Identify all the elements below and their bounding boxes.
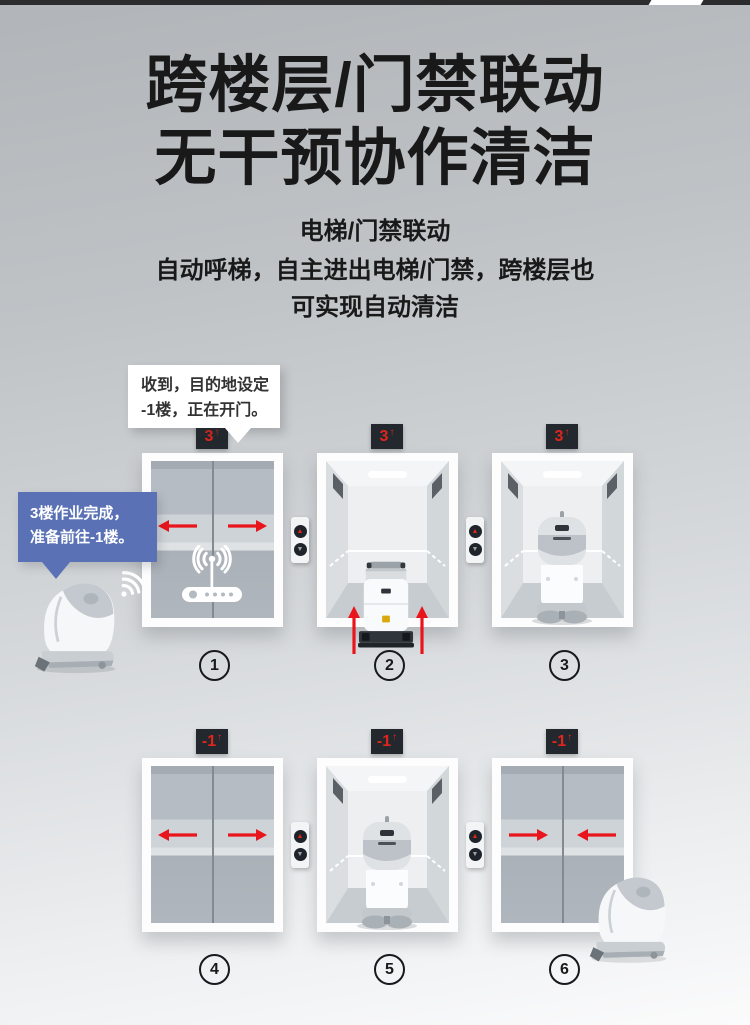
up-direction-icon: ↑ — [389, 426, 395, 438]
title-line-2: 无干预协作清洁 — [154, 123, 596, 193]
call-down-button: ▼ — [468, 542, 482, 556]
description: 自动呼梯，自主进出电梯/门禁，跨楼层也 可实现自动清洁 — [0, 252, 750, 326]
top-divider-notch — [648, 0, 704, 5]
bubble-line-2: 准备前往-1楼。 — [30, 529, 134, 546]
elevator-reply-bubble: 收到，目的地设定 -1楼，正在开门。 — [128, 365, 280, 443]
call-up-button: ▲ — [293, 829, 307, 843]
call-button-panel: ▲ ▼ — [466, 517, 484, 563]
call-button-panel: ▲ ▼ — [291, 822, 309, 868]
door-opening-arrow-left-icon — [158, 828, 198, 842]
floor-indicator-2: 3↑ — [371, 424, 403, 449]
page-title: 跨楼层/门禁联动 无干预协作清洁 — [0, 50, 750, 195]
elevator-3-robot-inside — [492, 453, 633, 627]
door-opening-arrow-left-icon — [158, 519, 198, 533]
door-opening-arrow-right-icon — [227, 519, 267, 533]
bubble-line-1: 收到，目的地设定 — [141, 377, 270, 394]
wifi-signal-icon — [106, 568, 142, 604]
elevator-1-doors-opening — [142, 453, 283, 627]
description-line-1: 自动呼梯，自主进出电梯/门禁，跨楼层也 — [155, 257, 595, 285]
cleaning-robot-rear — [358, 561, 414, 651]
up-triangle-icon: ▲ — [296, 527, 304, 535]
call-button-panel: ▲ ▼ — [466, 822, 484, 868]
description-line-2: 可实现自动清洁 — [291, 294, 459, 322]
down-triangle-icon: ▼ — [471, 850, 479, 858]
bubble-tail — [42, 562, 70, 579]
door-closing-arrow-right-icon — [577, 828, 617, 842]
up-triangle-icon: ▲ — [471, 832, 479, 840]
floor-indicator-6: -1↑ — [546, 729, 578, 754]
elevator-5-robot-inside — [317, 758, 458, 932]
elevator-door-left — [501, 766, 562, 923]
up-triangle-icon: ▲ — [296, 832, 304, 840]
subtitle: 电梯/门禁联动 — [299, 218, 451, 246]
call-up-button: ▲ — [293, 524, 307, 538]
step-number-6: 6 — [549, 954, 580, 985]
call-down-button: ▼ — [293, 542, 307, 556]
top-divider — [0, 0, 750, 5]
floor-indicator-1: 3↑ — [196, 424, 228, 449]
down-triangle-icon: ▼ — [471, 545, 479, 553]
call-up-button: ▲ — [468, 829, 482, 843]
step-number-1: 1 — [199, 650, 230, 681]
cleaning-robot-front — [529, 511, 595, 625]
up-direction-icon: ↑ — [567, 731, 573, 743]
enter-up-arrow-right-icon — [415, 605, 429, 655]
floor-indicator-5: -1↑ — [371, 729, 403, 754]
call-button-panel: ▲ ▼ — [291, 517, 309, 563]
floor-indicator-4: -1↑ — [196, 729, 228, 754]
bubble-line-1: 3楼作业完成， — [30, 505, 129, 522]
robot-status-bubble: 3楼作业完成， 准备前往-1楼。 — [18, 492, 157, 579]
up-direction-icon: ↑ — [392, 731, 398, 743]
bubble-line-2: -1楼，正在开门。 — [141, 401, 268, 419]
step-number-5: 5 — [374, 954, 405, 985]
up-direction-icon: ↑ — [564, 426, 570, 438]
call-up-button: ▲ — [468, 524, 482, 538]
up-triangle-icon: ▲ — [471, 527, 479, 535]
door-opening-arrow-right-icon — [227, 828, 267, 842]
step-number-2: 2 — [374, 650, 405, 681]
header: 跨楼层/门禁联动 无干预协作清洁 电梯/门禁联动 自动呼梯，自主进出电梯/门禁，… — [0, 50, 750, 326]
bubble-tail — [225, 428, 251, 443]
down-triangle-icon: ▼ — [296, 850, 304, 858]
call-down-button: ▼ — [293, 847, 307, 861]
elevator-doors — [151, 766, 274, 923]
enter-up-arrow-left-icon — [347, 605, 361, 655]
down-triangle-icon: ▼ — [296, 545, 304, 553]
elevator-door-right — [213, 766, 274, 923]
elevator-4-doors-opening — [142, 758, 283, 932]
title-line-1: 跨楼层/门禁联动 — [145, 51, 605, 120]
floor-indicator-3: 3↑ — [546, 424, 578, 449]
step-number-3: 3 — [549, 650, 580, 681]
cleaning-robot-side — [588, 868, 670, 964]
up-direction-icon: ↑ — [217, 731, 223, 743]
wifi-router-icon — [180, 545, 244, 605]
elevator-door-left — [151, 766, 212, 923]
elevator-2-robot-entering — [317, 453, 458, 627]
step-number-4: 4 — [199, 954, 230, 985]
cleaning-robot-front — [354, 816, 420, 930]
door-closing-arrow-left-icon — [508, 828, 548, 842]
up-direction-icon: ↑ — [214, 426, 220, 438]
call-down-button: ▼ — [468, 847, 482, 861]
